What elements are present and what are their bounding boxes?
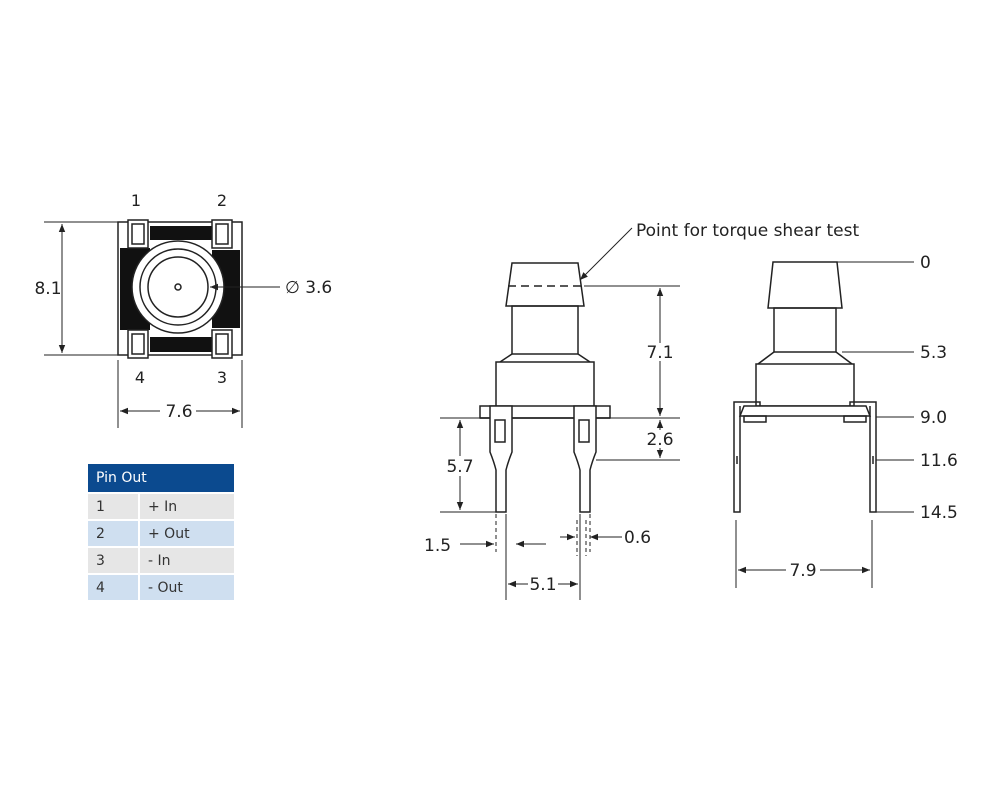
end-level-0: 0 <box>920 253 931 273</box>
top-view <box>44 219 280 428</box>
side-dim-5-7: 5.7 <box>446 457 473 477</box>
pin-number: 4 <box>88 575 140 600</box>
pin-function: - In <box>140 548 234 573</box>
pin-out-title: Pin Out <box>88 464 234 492</box>
table-row: 1 + In <box>88 494 234 519</box>
top-dim-height: 8.1 <box>34 279 61 299</box>
pin-number: 3 <box>88 548 140 573</box>
top-pin-label-3: 3 <box>217 368 227 387</box>
side-dim-1-5: 1.5 <box>424 536 451 556</box>
table-row: 4 - Out <box>88 575 234 600</box>
end-level-14-5: 14.5 <box>920 503 958 523</box>
top-pin-label-4: 4 <box>135 368 145 387</box>
end-dim-width: 7.9 <box>789 561 816 581</box>
torque-shear-annotation: Point for torque shear test <box>636 221 859 241</box>
top-dim-width: 7.6 <box>165 402 192 422</box>
side-dim-2-6: 2.6 <box>646 430 673 450</box>
pin-function: + In <box>140 494 234 519</box>
top-pin-label-1: 1 <box>131 191 141 210</box>
table-row: 2 + Out <box>88 521 234 546</box>
top-dim-diameter: ∅ 3.6 <box>285 278 332 298</box>
pin-number: 1 <box>88 494 140 519</box>
side-dim-7-1: 7.1 <box>646 343 673 363</box>
pin-function: + Out <box>140 521 234 546</box>
side-dim-5-1: 5.1 <box>529 575 556 595</box>
side-dim-0-6: 0.6 <box>624 528 651 548</box>
end-level-5-3: 5.3 <box>920 343 947 363</box>
end-level-9-0: 9.0 <box>920 408 947 428</box>
side-view <box>440 227 680 600</box>
top-pin-label-2: 2 <box>217 191 227 210</box>
end-level-11-6: 11.6 <box>920 451 958 471</box>
table-row: 3 - In <box>88 548 234 573</box>
pin-out-table: Pin Out 1 + In 2 + Out 3 - In 4 - Out <box>88 462 234 602</box>
pin-number: 2 <box>88 521 140 546</box>
end-view <box>733 261 914 588</box>
pin-function: - Out <box>140 575 234 600</box>
